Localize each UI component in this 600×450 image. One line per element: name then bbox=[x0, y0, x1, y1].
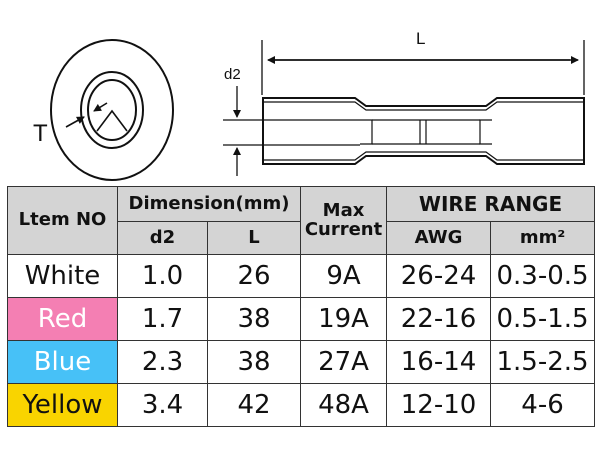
awg-cell: 12-10 bbox=[386, 383, 492, 427]
thickness-label: T bbox=[33, 120, 48, 147]
awg-cell: 26-24 bbox=[386, 254, 492, 298]
current-cell: 27A bbox=[300, 340, 388, 384]
d2-cell: 1.7 bbox=[117, 297, 208, 341]
side-view bbox=[223, 40, 585, 176]
diameter-label: d2 bbox=[224, 66, 241, 83]
table-row: Red 1.7 38 19A 22-16 0.5-1.5 bbox=[7, 297, 596, 341]
mm2-cell: 0.3-0.5 bbox=[490, 254, 596, 298]
header-item: Ltem NO bbox=[7, 186, 118, 255]
header-d2: d2 bbox=[117, 221, 208, 255]
length-cell: 42 bbox=[206, 383, 302, 427]
length-cell: 38 bbox=[206, 297, 302, 341]
item-cell: Red bbox=[7, 297, 118, 341]
header-wire-range: WIRE RANGE bbox=[386, 186, 596, 222]
spec-table: Ltem NO Dimension(mm) Max Current WIRE R… bbox=[7, 186, 596, 427]
connector-diagram: T L d2 bbox=[33, 29, 585, 181]
header-mm2: mm² bbox=[490, 221, 596, 255]
d2-cell: 3.4 bbox=[117, 383, 208, 427]
length-cell: 38 bbox=[206, 340, 302, 384]
current-cell: 9A bbox=[300, 254, 388, 298]
length-label: L bbox=[416, 29, 425, 48]
header-l: L bbox=[206, 221, 302, 255]
item-cell: Yellow bbox=[7, 383, 118, 427]
table-row: Blue 2.3 38 27A 16-14 1.5-2.5 bbox=[7, 340, 596, 384]
d2-cell: 1.0 bbox=[117, 254, 208, 298]
end-view bbox=[50, 39, 174, 181]
table-row: Yellow 3.4 42 48A 12-10 4-6 bbox=[7, 383, 596, 427]
header-awg: AWG bbox=[386, 221, 492, 255]
d2-cell: 2.3 bbox=[117, 340, 208, 384]
item-cell: Blue bbox=[7, 340, 118, 384]
header-max-current: Max Current bbox=[300, 186, 388, 255]
header-dimension: Dimension(mm) bbox=[116, 186, 302, 222]
current-cell: 19A bbox=[300, 297, 388, 341]
mm2-cell: 4-6 bbox=[490, 383, 596, 427]
mm2-cell: 0.5-1.5 bbox=[490, 297, 596, 341]
awg-cell: 22-16 bbox=[386, 297, 492, 341]
item-cell: White bbox=[7, 254, 118, 298]
current-cell: 48A bbox=[300, 383, 388, 427]
mm2-cell: 1.5-2.5 bbox=[490, 340, 596, 384]
table-row: White 1.0 26 9A 26-24 0.3-0.5 bbox=[7, 254, 596, 298]
awg-cell: 16-14 bbox=[386, 340, 492, 384]
length-cell: 26 bbox=[206, 254, 302, 298]
